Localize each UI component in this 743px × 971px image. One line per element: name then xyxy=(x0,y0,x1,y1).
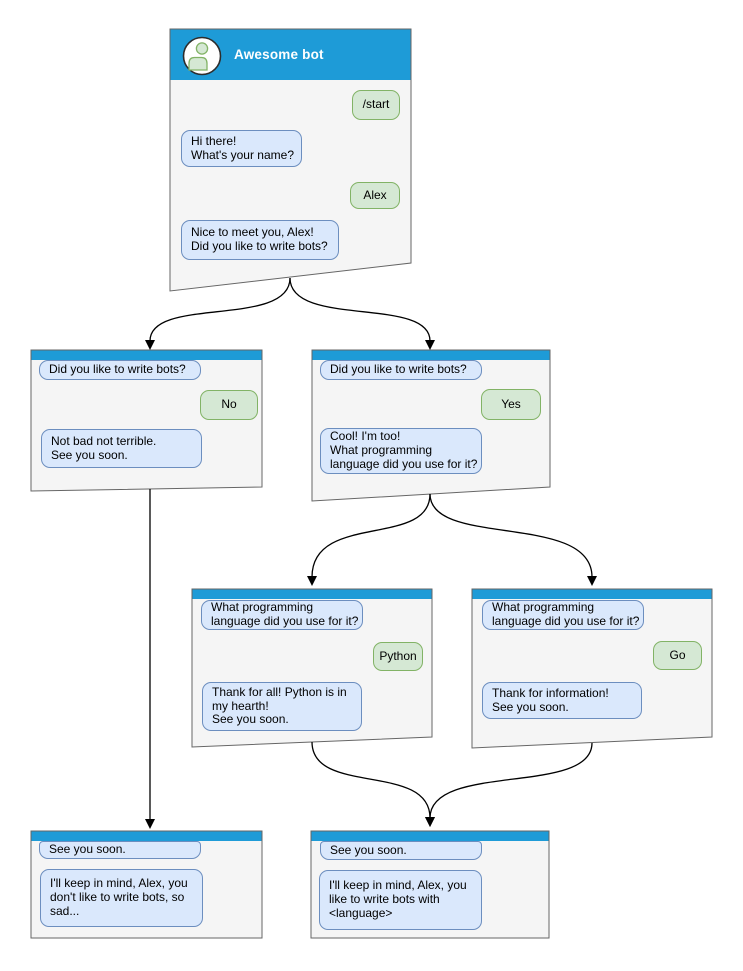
avatar xyxy=(182,36,222,76)
message-no-reply: Not bad not terrible. See you soon. xyxy=(41,429,202,468)
message-yes-reply: Cool! I'm too! What programming language… xyxy=(320,428,482,474)
message-python-question: What programming language did you use fo… xyxy=(201,600,363,630)
connector-start-to-no xyxy=(145,277,291,350)
connector-yes-to-python xyxy=(307,493,431,586)
message-end-no-question: See you soon. xyxy=(39,841,201,859)
titlebar-go xyxy=(472,589,712,599)
message-start-command: /start xyxy=(352,90,400,120)
message-python-reply: Thank for all! Python is in my hearth! S… xyxy=(202,682,362,731)
message-end-no-reply: I'll keep in mind, Alex, you don't like … xyxy=(40,869,203,927)
message-python-answer: Python xyxy=(373,642,423,671)
message-end-yes-reply: I'll keep in mind, Alex, you like to wri… xyxy=(319,870,482,930)
message-no-answer: No xyxy=(200,390,258,420)
message-yes-question: Did you like to write bots? xyxy=(320,360,482,380)
connector-yes-to-go xyxy=(429,493,597,586)
window-go-outline xyxy=(471,588,713,749)
window-end-yes-outline xyxy=(310,830,550,939)
person-icon xyxy=(188,42,209,71)
titlebar-end-yes xyxy=(311,831,549,841)
message-yes-answer: Yes xyxy=(481,389,541,420)
connector-go-to-end xyxy=(425,742,593,827)
message-greeting: Hi there! What's your name? xyxy=(181,130,302,167)
message-user-name: Alex xyxy=(350,182,400,209)
message-go-reply: Thank for information! See you soon. xyxy=(482,682,642,719)
window-no-outline xyxy=(30,349,263,492)
bot-window-title: Awesome bot xyxy=(234,47,324,62)
titlebar-python xyxy=(192,589,432,599)
message-no-question: Did you like to write bots? xyxy=(39,360,201,380)
message-go-question: What programming language did you use fo… xyxy=(482,600,644,630)
connector-start-to-yes xyxy=(289,277,435,350)
window-main-outline xyxy=(169,28,412,292)
message-end-yes-question: See you soon. xyxy=(320,841,482,860)
message-ask-bots: Nice to meet you, Alex! Did you like to … xyxy=(181,220,339,260)
message-go-answer: Go xyxy=(653,641,702,670)
window-yes-outline xyxy=(311,349,551,502)
connector-python-to-end xyxy=(311,741,435,827)
titlebar-end-no xyxy=(31,831,262,841)
titlebar-yes xyxy=(312,350,550,360)
window-end-no-outline xyxy=(30,830,263,939)
window-python-outline xyxy=(191,588,433,748)
titlebar-no xyxy=(31,350,262,360)
